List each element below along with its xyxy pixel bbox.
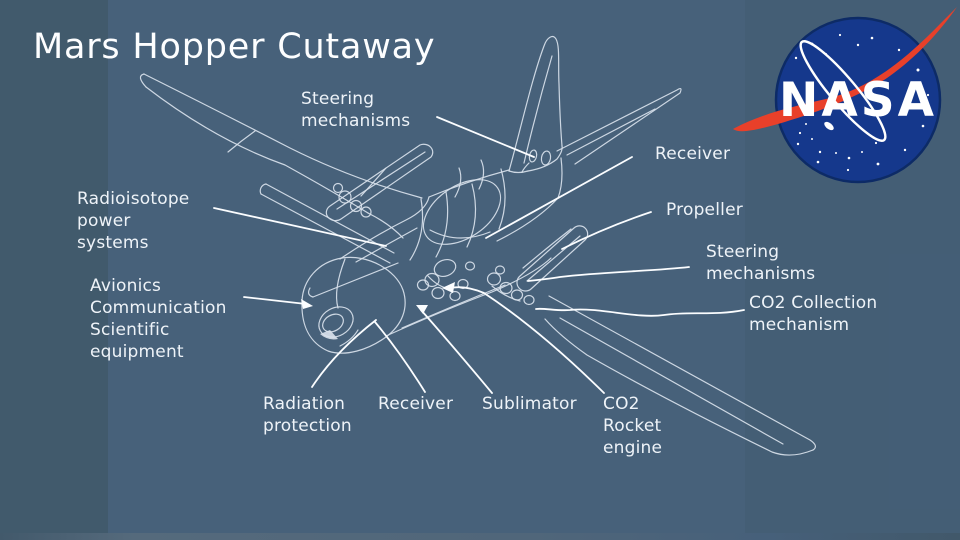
leader-co2-rocket-arrowhead bbox=[442, 282, 455, 293]
nasa-insignia-circle bbox=[774, 16, 942, 184]
right-stabilizer-wing bbox=[556, 87, 682, 165]
leader-avionics-arrowhead bbox=[301, 299, 313, 309]
leader-radiation-protection bbox=[311, 319, 377, 388]
leader-co2-collection-mechanism bbox=[535, 307, 745, 317]
left-nacelle-propeller-pod bbox=[325, 143, 434, 222]
label-receiver-bottom: Receiver bbox=[378, 394, 454, 414]
left-canard-pods bbox=[259, 183, 399, 298]
leader-sublimator-arrowhead bbox=[416, 305, 428, 314]
right-wing bbox=[544, 295, 816, 456]
label-sublimator: Sublimator bbox=[482, 394, 577, 414]
leader-sublimator bbox=[420, 309, 493, 394]
nasa-red-swoosh bbox=[733, 7, 957, 132]
leader-lines bbox=[213, 116, 745, 394]
leader-steering-mechanisms-right bbox=[527, 266, 690, 282]
label-radioisotope-power-systems: Radioisotope power systems bbox=[77, 189, 190, 253]
label-propeller: Propeller bbox=[666, 200, 743, 220]
background-left-band bbox=[0, 0, 108, 540]
leader-avionics bbox=[243, 296, 307, 305]
leader-steering-mechanisms-top bbox=[436, 116, 535, 158]
nasa-wordmark: NASA bbox=[779, 73, 937, 128]
label-avionics-communication-scientific-equipment: Avionics Communication Scientific equipm… bbox=[90, 276, 227, 362]
label-co2-collection-mechanism: CO2 Collection mechanism bbox=[749, 293, 878, 335]
label-steering-mechanisms-top: Steering mechanisms bbox=[301, 89, 411, 131]
background-bottom-strip bbox=[0, 533, 960, 540]
leader-propeller bbox=[561, 211, 652, 250]
underside-component-circles bbox=[416, 258, 535, 306]
canopy bbox=[422, 179, 502, 245]
page-title: Mars Hopper Cutaway bbox=[33, 27, 436, 67]
nasa-orbit-ellipse bbox=[799, 40, 887, 142]
label-steering-mechanisms-right: Steering mechanisms bbox=[706, 242, 816, 284]
leader-radioisotope-power-systems bbox=[213, 207, 387, 247]
left-wing bbox=[139, 73, 423, 239]
leader-receiver-bottom bbox=[374, 321, 426, 393]
label-receiver-right: Receiver bbox=[655, 144, 731, 164]
nose-section bbox=[301, 256, 406, 354]
nasa-orbit-end-blob bbox=[824, 121, 834, 131]
tail-fin bbox=[508, 36, 563, 174]
leader-co2-rocket-engine bbox=[449, 286, 605, 394]
label-co2-rocket-engine: CO2 Rocket engine bbox=[603, 394, 663, 458]
leader-receiver-right bbox=[485, 156, 633, 239]
fuselage bbox=[339, 157, 563, 337]
label-radiation-protection: Radiation protection bbox=[263, 394, 352, 436]
